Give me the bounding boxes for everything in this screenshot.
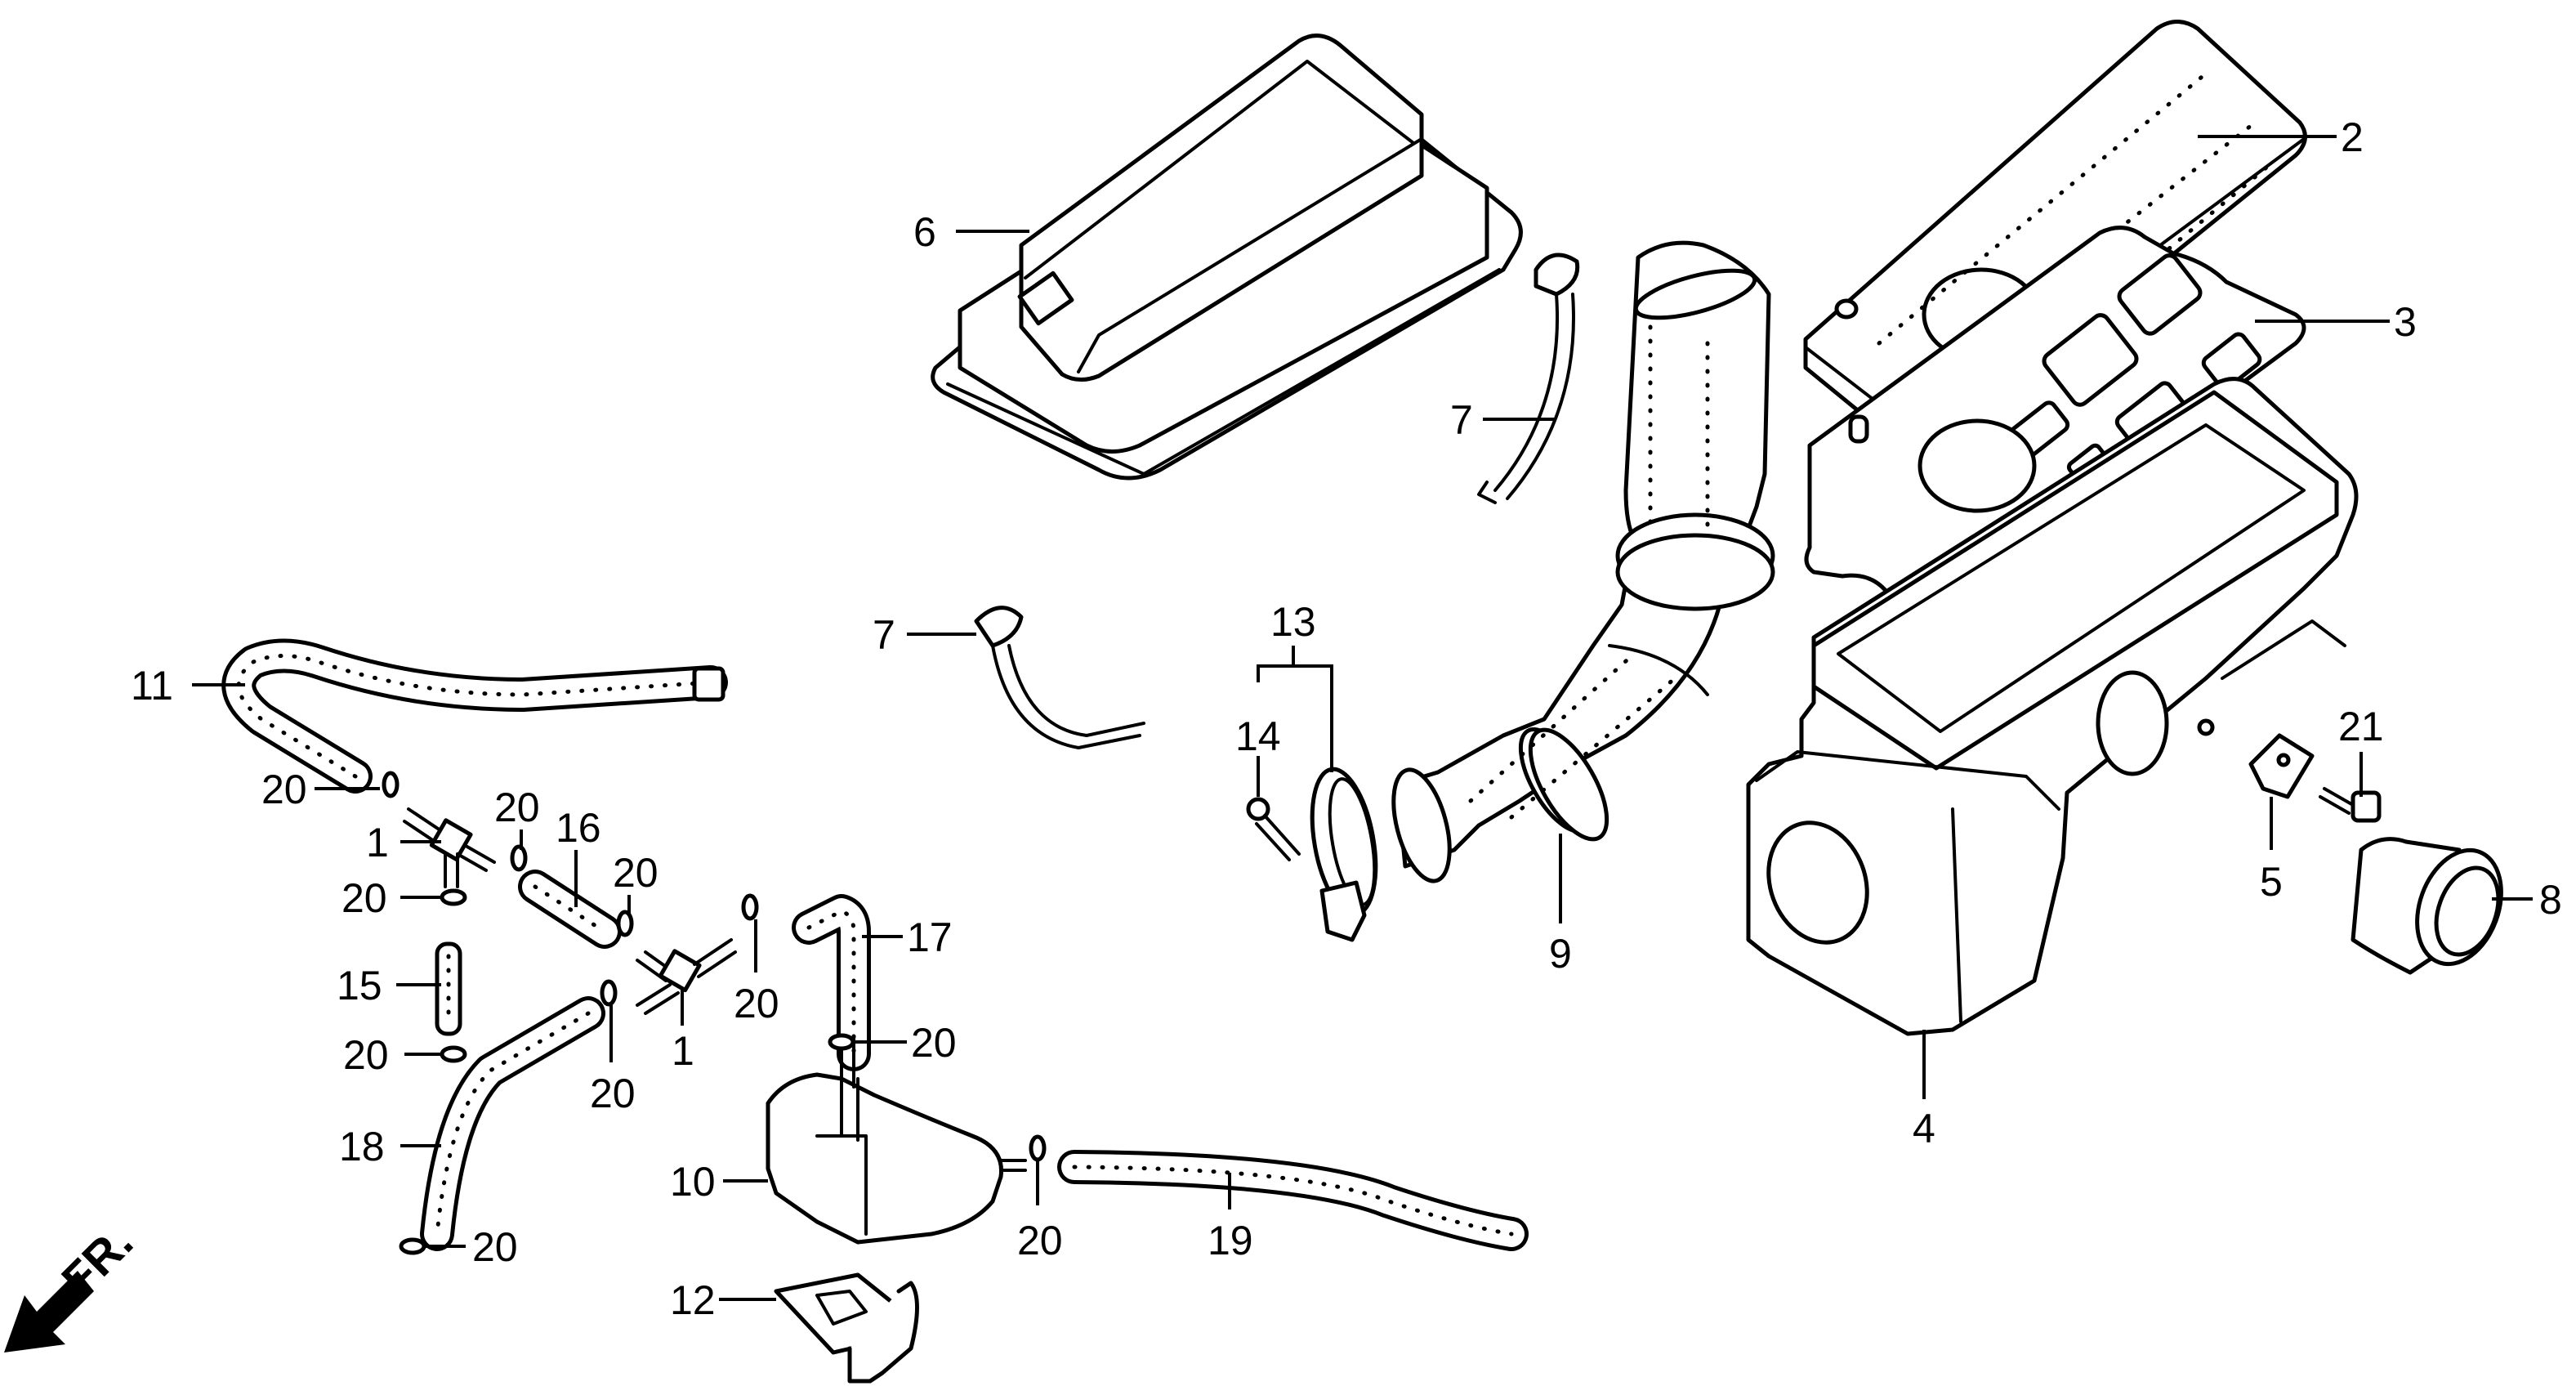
- callout-7[interactable]: 7: [1450, 397, 1473, 443]
- hose-clip-icon: [382, 771, 400, 798]
- callout-labels: 2 3 6 7 7 11 13 14 20 1 20 16 20 20 15 2…: [131, 114, 2562, 1323]
- callout-18[interactable]: 18: [339, 1124, 385, 1169]
- band-screw[interactable]: [1246, 797, 1301, 861]
- leader-lines: [192, 135, 2533, 1301]
- hose-clip-icon: [616, 910, 634, 937]
- front-direction-arrow-icon: [4, 1271, 94, 1353]
- connecting-band-set[interactable]: [1302, 764, 1386, 942]
- cover-clip-upper[interactable]: [1477, 253, 1580, 504]
- three-way-joint-upper[interactable]: [403, 807, 496, 888]
- callout-14[interactable]: 14: [1235, 713, 1281, 759]
- air-cleaner-case[interactable]: [1746, 377, 2359, 1036]
- callout-20[interactable]: 20: [343, 1032, 389, 1078]
- three-way-joint-lower[interactable]: [636, 938, 737, 1015]
- separator-bracket[interactable]: [774, 1272, 919, 1384]
- callout-20[interactable]: 20: [472, 1224, 518, 1270]
- callout-2[interactable]: 2: [2341, 114, 2364, 160]
- callout-10[interactable]: 10: [670, 1159, 716, 1205]
- callout-15[interactable]: 15: [337, 963, 382, 1008]
- callout-20[interactable]: 20: [261, 767, 307, 812]
- callout-4[interactable]: 4: [1913, 1106, 1935, 1151]
- callout-6[interactable]: 6: [913, 209, 936, 255]
- hose-clip-icon: [510, 844, 528, 872]
- callout-7[interactable]: 7: [873, 612, 895, 658]
- drain-tube[interactable]: [435, 941, 462, 1036]
- callout-8[interactable]: 8: [2539, 877, 2562, 923]
- cover-clip-lower[interactable]: [974, 606, 1145, 749]
- callout-13[interactable]: 13: [1270, 599, 1316, 645]
- callout-16[interactable]: 16: [556, 805, 601, 851]
- callout-1[interactable]: 1: [366, 820, 389, 865]
- hose-clips: [382, 771, 1047, 1255]
- callout-17[interactable]: 17: [907, 914, 953, 960]
- front-direction-marker: FR.: [4, 1215, 143, 1353]
- curved-drain-hose[interactable]: [420, 996, 605, 1251]
- hose-clip-icon: [1029, 1134, 1047, 1162]
- air-cleaner-case-cover[interactable]: [931, 34, 1523, 481]
- callout-3[interactable]: 3: [2394, 299, 2417, 345]
- callout-12[interactable]: 12: [670, 1277, 716, 1323]
- latch-icon: [1017, 271, 1074, 326]
- hose-clip-icon: [828, 1033, 855, 1051]
- short-hose[interactable]: [518, 870, 622, 949]
- hose-clip-icon: [399, 1237, 426, 1255]
- flange-bolt[interactable]: [2319, 787, 2382, 823]
- callout-9[interactable]: 9: [1549, 931, 1572, 977]
- hose-clip-icon: [440, 1045, 467, 1063]
- callout-11[interactable]: 11: [131, 663, 173, 709]
- grommet-clip[interactable]: [2248, 733, 2315, 799]
- callout-21[interactable]: 21: [2338, 704, 2384, 749]
- breather-hose-long[interactable]: [221, 638, 728, 794]
- callout-20[interactable]: 20: [590, 1071, 636, 1116]
- callout-20[interactable]: 20: [911, 1020, 957, 1066]
- callout-19[interactable]: 19: [1208, 1218, 1253, 1263]
- callout-20[interactable]: 20: [734, 981, 779, 1026]
- callout-20[interactable]: 20: [613, 850, 659, 896]
- callout-20[interactable]: 20: [494, 785, 540, 830]
- bent-hose[interactable]: [792, 894, 871, 1071]
- callout-20[interactable]: 20: [342, 875, 387, 921]
- hose-clip-icon: [741, 893, 759, 921]
- callout-5[interactable]: 5: [2260, 859, 2283, 905]
- callout-20[interactable]: 20: [1017, 1218, 1063, 1263]
- callout-1[interactable]: 1: [672, 1028, 694, 1074]
- hose-clip-icon: [440, 888, 467, 906]
- intake-joint-tube[interactable]: [2351, 837, 2516, 976]
- breather-separator[interactable]: [766, 1036, 1027, 1245]
- connecting-tube[interactable]: [1383, 240, 1775, 887]
- separator-hose[interactable]: [1057, 1150, 1529, 1251]
- hose-clip-icon: [600, 979, 618, 1007]
